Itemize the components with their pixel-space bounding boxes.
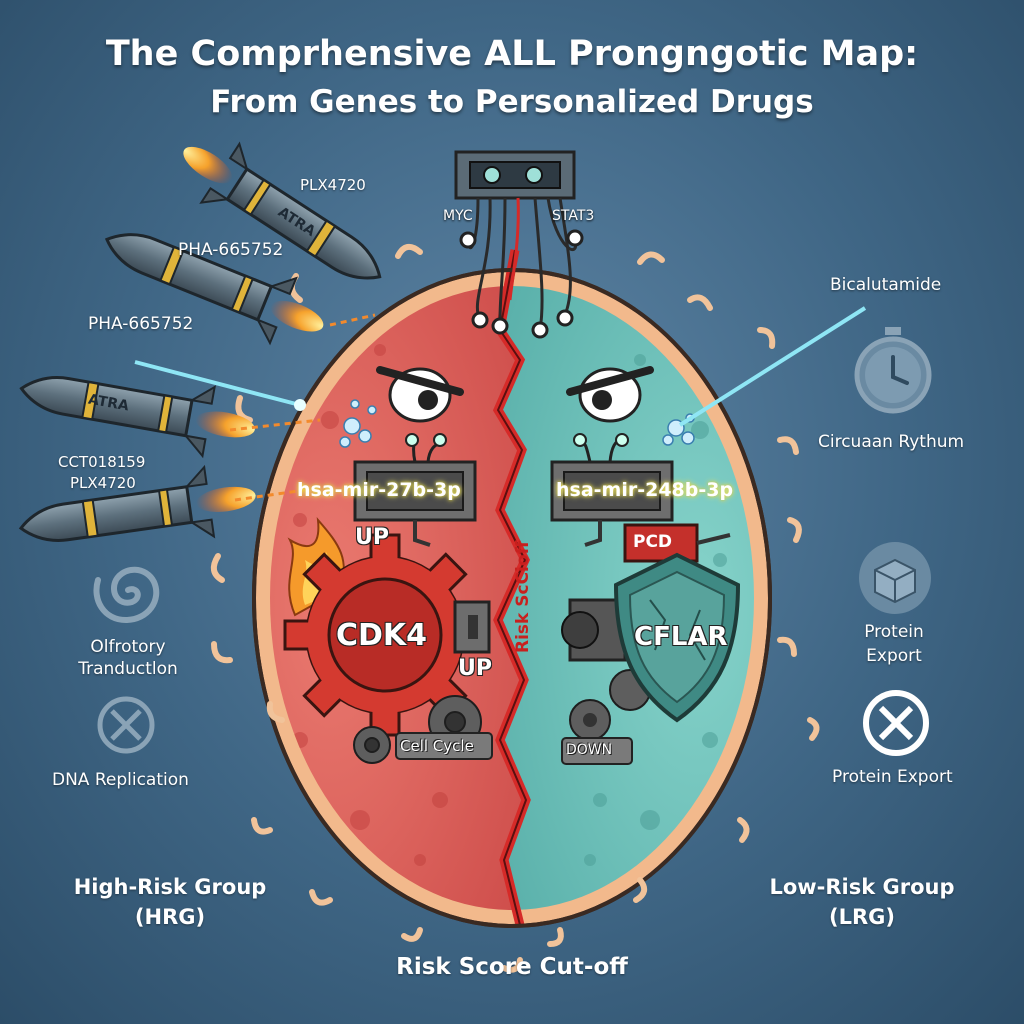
mirna-label-high-risk: hsa-mir-27b-3p (297, 479, 461, 501)
drug-label-bicalutamide: Bicalutamide (830, 275, 942, 295)
divider-label: Risk ScCioff (513, 540, 533, 653)
pathway-protein-export-1: Protein Export (834, 620, 954, 668)
mirna-chip-left (353, 433, 477, 547)
cell-cycle-tag (395, 732, 493, 760)
drug-label-pha-665752-2: PHA-665752 (88, 314, 194, 334)
gene-status-up: UP (458, 656, 492, 681)
title-line-2: From Genes to Personalized Drugs (210, 84, 814, 120)
missile-4 (19, 376, 255, 459)
pathway-label-cell-cycle: Cell Cycle (400, 737, 474, 755)
risk-score-cutoff-label: Risk Score Cut-off (396, 954, 628, 980)
clock-icon (854, 327, 932, 414)
pathway-circadian-rhythm: Circuaan Rythum (818, 432, 965, 452)
high-risk-group-line1: High-Risk Group (73, 875, 267, 899)
drug-label-cct018159: CCT018159 (58, 453, 146, 471)
bubbles-right (662, 413, 695, 446)
pathway-olfactory-line2: Tranductlon (78, 659, 178, 679)
missile-2 (104, 233, 324, 346)
mirna-label-low-risk: hsa-mir-248b-3p (556, 479, 734, 501)
gene-label-myc: MYC (443, 208, 473, 224)
gene-connector (454, 150, 584, 339)
fire-trails (229, 313, 376, 502)
pathway-olfactory-line1: Olfrotory (90, 637, 166, 657)
drug-label-plx4720-top: PLX4720 (300, 176, 366, 194)
pathway-protein-export-2: Protein Export (832, 767, 953, 787)
missile-5 (18, 464, 256, 542)
gene-status-down: DOWN (566, 742, 613, 758)
cflar-shield (613, 552, 741, 723)
left-eye (376, 366, 464, 423)
drug-label-plx4720-bottom: PLX4720 (70, 474, 136, 492)
gear-plug (453, 600, 491, 654)
gene-label-stat3: STAT3 (552, 208, 595, 224)
tag-pcd: PCD (633, 532, 673, 552)
pathway-dna-replication: DNA Replication (52, 770, 189, 790)
pathway-olfactory: Olfrotory Tranductlon (48, 636, 208, 680)
gene-label-cflar: CFLAR (634, 622, 728, 652)
low-risk-group-label: Low-Risk Group (LRG) (752, 872, 972, 932)
x-circle-icon-right (863, 690, 929, 756)
pathway-protein-export-1-line1: Protein (864, 622, 924, 642)
box-icon (859, 542, 931, 614)
right-eye (566, 366, 654, 423)
bubbles-left (339, 399, 377, 448)
gene-label-cdk4: CDK4 (336, 618, 428, 653)
laser-left (134, 360, 301, 407)
spiral-icon (93, 566, 160, 624)
mirna-status-up: UP (355, 525, 389, 550)
high-risk-group-line2: (HRG) (134, 905, 206, 929)
title-line-1: The Comprhensive ALL Prongngotic Map: (105, 34, 919, 74)
mirna-chip-right (550, 433, 674, 547)
x-circle-icon (97, 696, 155, 754)
high-risk-group-label: High-Risk Group (HRG) (60, 872, 280, 932)
laser-right (678, 306, 867, 427)
low-risk-group-line1: Low-Risk Group (769, 875, 955, 899)
drug-label-pha-665752-1: PHA-665752 (178, 240, 284, 260)
low-risk-group-line2: (LRG) (829, 905, 895, 929)
pathway-protein-export-1-line2: Export (866, 646, 922, 666)
missile-1 (183, 141, 382, 280)
